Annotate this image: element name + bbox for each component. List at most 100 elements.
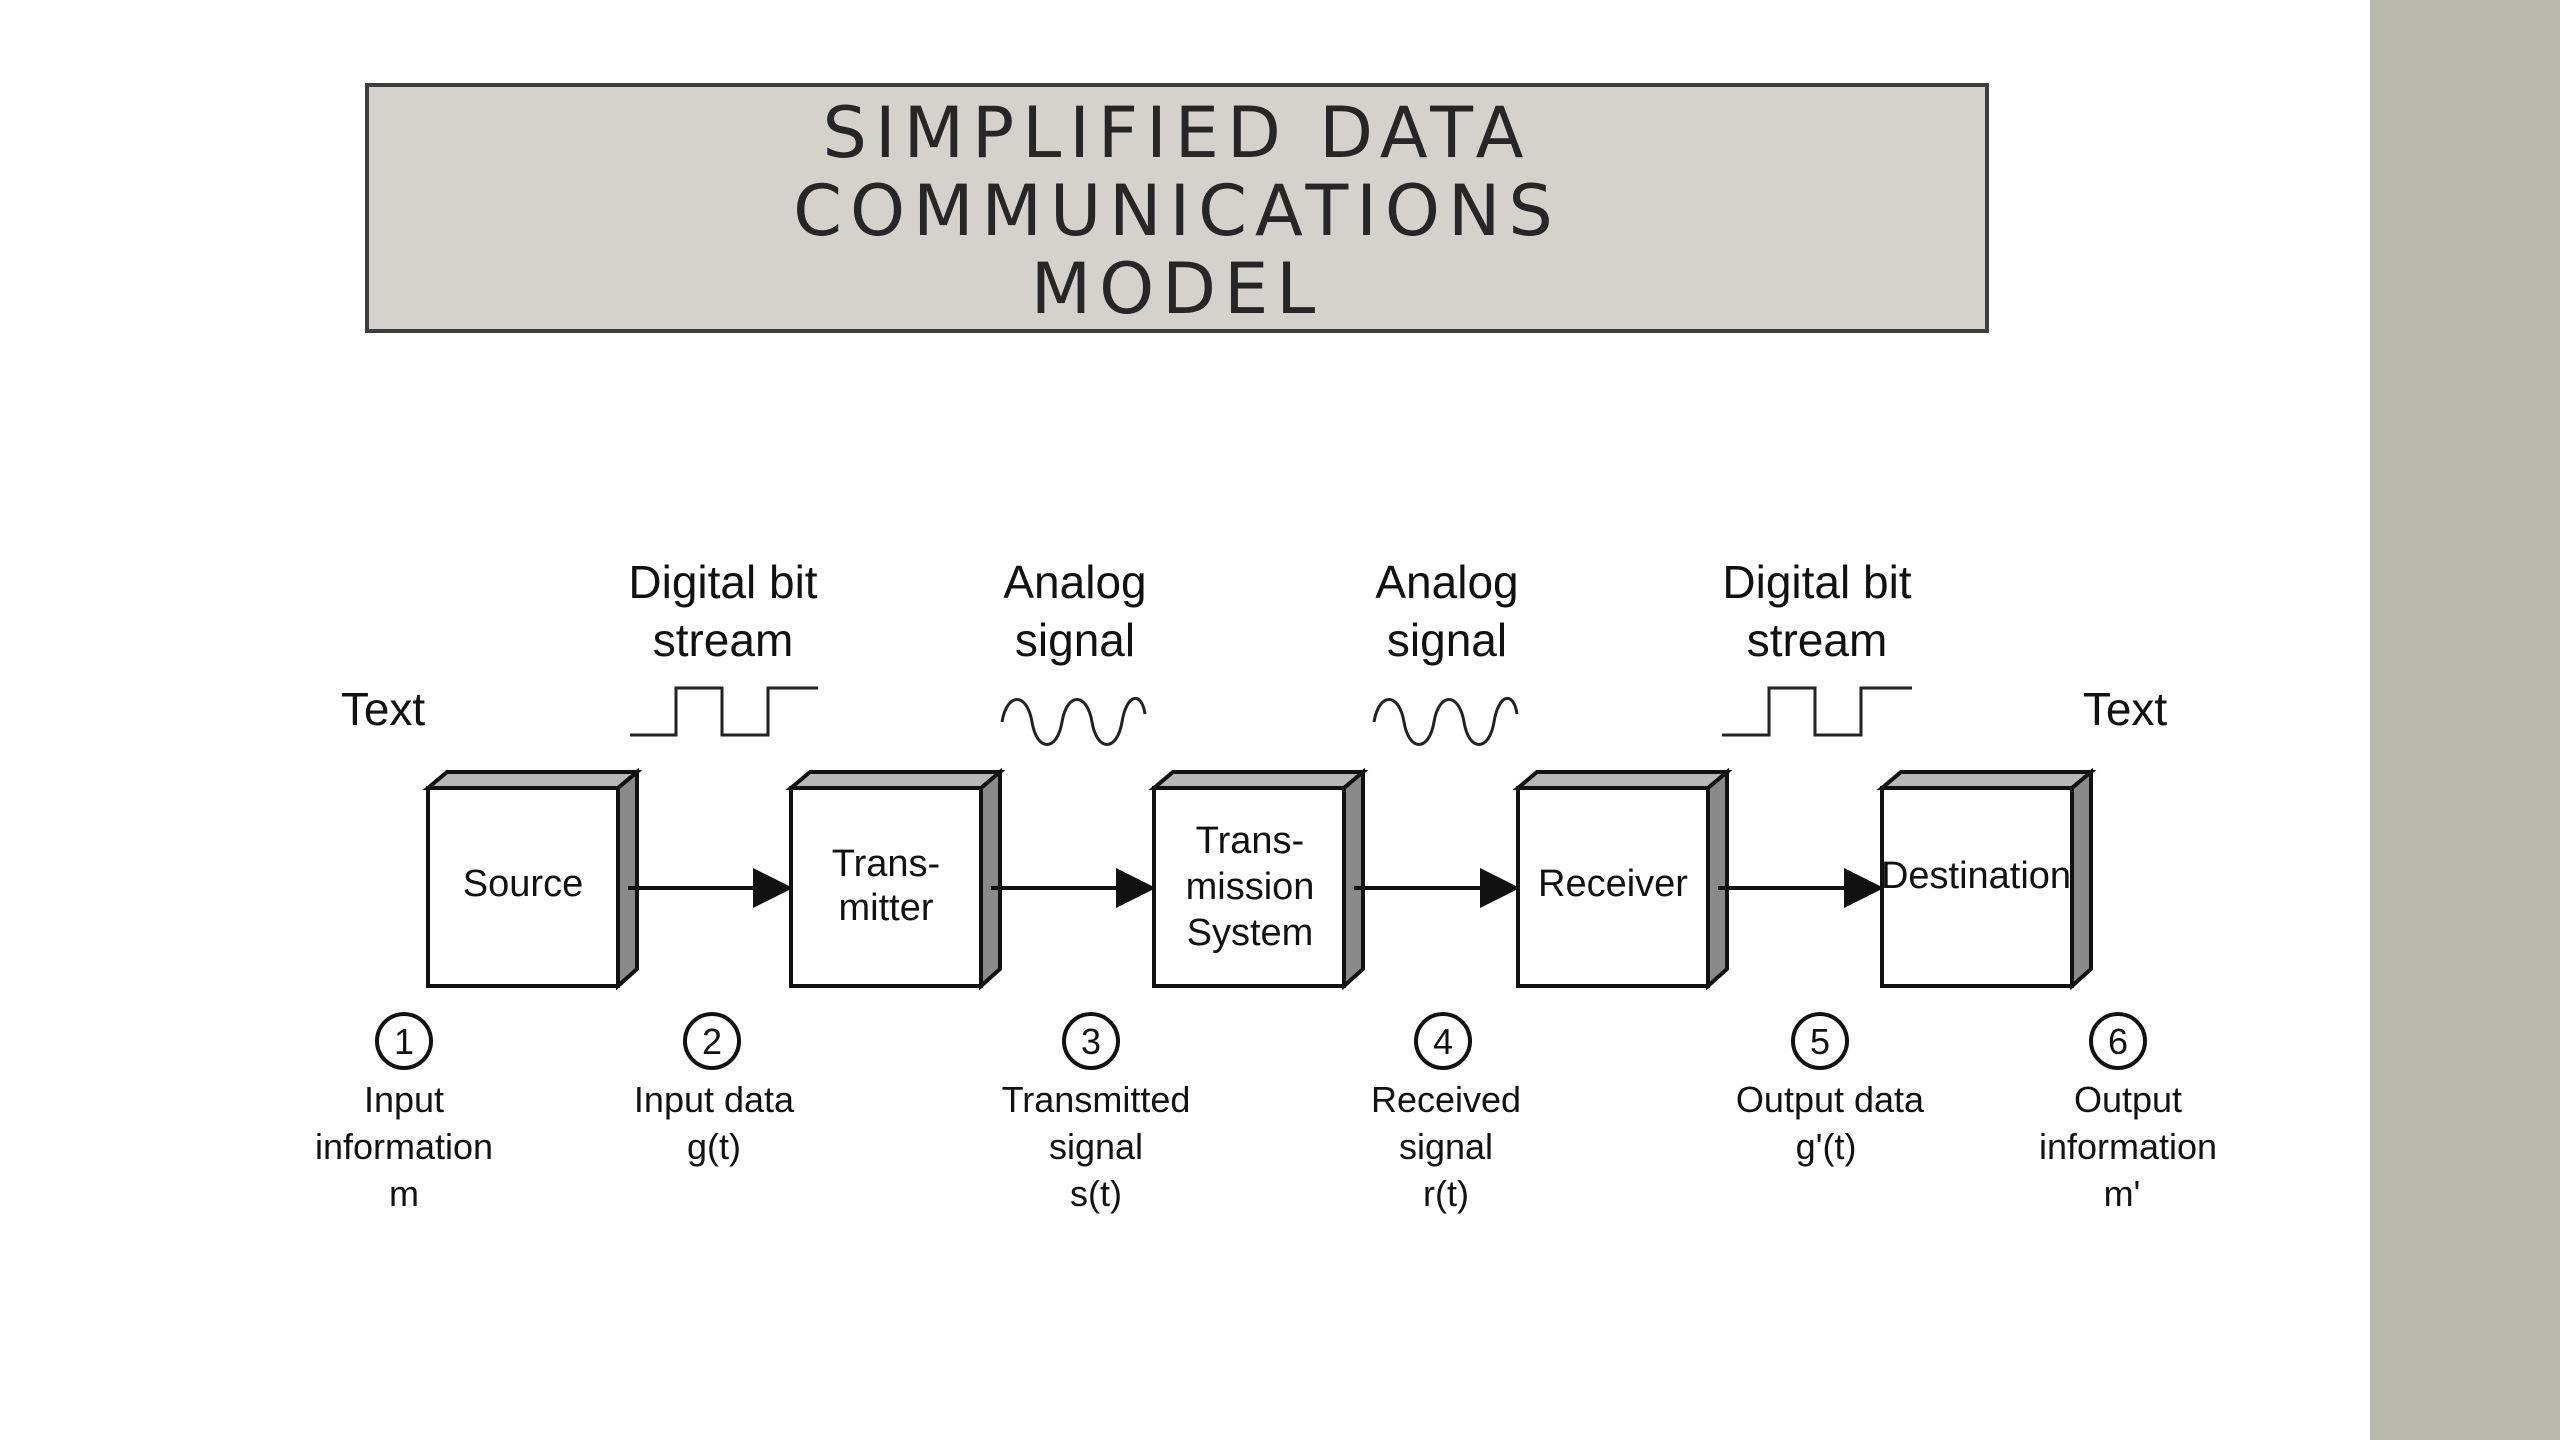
svg-text:information: information — [315, 1126, 493, 1167]
svg-text:4: 4 — [1433, 1021, 1453, 1062]
stage-2: 2 Input data g(t) — [634, 1012, 795, 1167]
receiver-label: Receiver — [1538, 863, 1688, 905]
title-line-1: SIMPLIFIED DATA COMMUNICATIONS — [793, 92, 1561, 252]
svg-text:g'(t): g'(t) — [1796, 1126, 1857, 1167]
top-label-5: Digital bit stream — [1722, 556, 1911, 666]
svg-text:stream: stream — [653, 614, 794, 666]
stage-3-line-3: s(t) — [1070, 1173, 1122, 1214]
stage-6: 6 Output information m' — [2039, 1012, 2217, 1214]
svg-text:Text: Text — [2083, 683, 2168, 735]
top-label-3-line-1: Analog — [1003, 556, 1146, 608]
stage-2-marker — [683, 1012, 741, 1070]
svg-text:6: 6 — [2108, 1021, 2128, 1062]
analog-wave-icon — [1372, 696, 1519, 746]
stage-4-number: 4 — [1433, 1021, 1453, 1062]
svg-text:m': m' — [2104, 1173, 2141, 1214]
top-label-4: Analog signal — [1375, 556, 1518, 666]
stage-6-number: 6 — [2108, 1021, 2128, 1062]
top-label-6-line-1: Text — [2083, 683, 2168, 735]
top-label-2-line-2: stream — [653, 614, 794, 666]
stage-5-line-2: g'(t) — [1796, 1126, 1857, 1167]
svg-text:s(t): s(t) — [1070, 1173, 1122, 1214]
transmitter-label-line-1: Trans- — [832, 843, 940, 885]
top-label-4-line-1: Analog — [1375, 556, 1518, 608]
top-label-5-line-1: Digital bit — [1722, 556, 1911, 608]
stage-6-line-1: Output — [2074, 1079, 2182, 1120]
stage-1-line-2: information — [315, 1126, 493, 1167]
top-label-2-line-1: Digital bit — [628, 556, 817, 608]
svg-text:3: 3 — [1081, 1021, 1101, 1062]
svg-text:Output: Output — [2074, 1079, 2182, 1120]
svg-text:g(t): g(t) — [687, 1126, 741, 1167]
stage-6-line-3: m' — [2104, 1173, 2141, 1214]
stage-5: 5 Output data g'(t) — [1736, 1012, 1925, 1167]
svg-text:Digital bit: Digital bit — [628, 556, 817, 608]
stage-1-marker — [375, 1012, 433, 1070]
svg-text:1: 1 — [394, 1021, 414, 1062]
top-label-6: Text — [2083, 683, 2168, 735]
svg-text:5: 5 — [1810, 1021, 1830, 1062]
svg-text:Destination: Destination — [1881, 855, 2071, 897]
svg-text:m: m — [389, 1173, 419, 1214]
svg-text:signal: signal — [1015, 614, 1135, 666]
stage-4: 4 Received signal r(t) — [1371, 1012, 1521, 1214]
transmission-label-line-3: System — [1187, 912, 1314, 954]
slide-title: SIMPLIFIED DATA COMMUNICATIONS MODEL — [452, 94, 1902, 328]
svg-text:Transmitted: Transmitted — [1002, 1079, 1191, 1120]
stage-5-number: 5 — [1810, 1021, 1830, 1062]
title-line-2: MODEL — [1030, 248, 1324, 330]
receiver-block: Receiver — [1512, 767, 1733, 991]
stage-4-line-1: Received — [1371, 1079, 1521, 1120]
stage-1: 1 Input information m — [315, 1012, 493, 1214]
top-label-3: Analog signal — [1003, 556, 1146, 666]
transmitter-label-line-2: mitter — [839, 887, 934, 929]
source-label: Source — [463, 863, 583, 905]
svg-text:mitter: mitter — [839, 887, 934, 929]
stage-4-line-3: r(t) — [1423, 1173, 1469, 1214]
stage-5-marker — [1791, 1012, 1849, 1070]
top-label-2: Digital bit stream — [628, 556, 817, 666]
side-strip — [2370, 0, 2560, 1440]
svg-text:Digital bit: Digital bit — [1722, 556, 1911, 608]
digital-pulse-icon — [1722, 686, 1912, 737]
stage-1-line-1: Input — [364, 1079, 444, 1120]
top-label-5-line-2: stream — [1747, 614, 1888, 666]
top-label-4-line-2: signal — [1387, 614, 1507, 666]
top-label-1: Text — [341, 683, 426, 735]
stage-3-line-1: Transmitted — [1002, 1079, 1191, 1120]
digital-pulse-icon — [630, 686, 818, 737]
destination-label: Destination — [1881, 855, 2071, 897]
stage-4-marker — [1414, 1012, 1472, 1070]
svg-text:System: System — [1187, 912, 1314, 954]
svg-text:stream: stream — [1747, 614, 1888, 666]
svg-text:Trans-: Trans- — [832, 843, 940, 885]
source-block: Source — [422, 767, 643, 991]
svg-text:information: information — [2039, 1126, 2217, 1167]
svg-text:signal: signal — [1387, 614, 1507, 666]
transmission-system-block: Trans- mission System — [1148, 767, 1369, 991]
stage-4-line-2: signal — [1399, 1126, 1493, 1167]
svg-text:Text: Text — [341, 683, 426, 735]
transmission-label-line-1: Trans- — [1196, 820, 1304, 862]
stage-2-line-1: Input data — [634, 1079, 795, 1120]
svg-text:signal: signal — [1049, 1126, 1143, 1167]
svg-text:Output data: Output data — [1736, 1079, 1925, 1120]
stage-2-line-2: g(t) — [687, 1126, 741, 1167]
stage-3-number: 3 — [1081, 1021, 1101, 1062]
stage-3: 3 Transmitted signal s(t) — [1002, 1012, 1191, 1214]
stage-5-line-1: Output data — [1736, 1079, 1925, 1120]
svg-text:r(t): r(t) — [1423, 1173, 1469, 1214]
stage-1-number: 1 — [394, 1021, 414, 1062]
svg-text:Input: Input — [364, 1079, 444, 1120]
stage-6-line-2: information — [2039, 1126, 2217, 1167]
title-box: SIMPLIFIED DATA COMMUNICATIONS MODEL — [365, 83, 1989, 333]
svg-text:Source: Source — [463, 863, 583, 905]
stage-3-line-2: signal — [1049, 1126, 1143, 1167]
svg-text:mission: mission — [1186, 866, 1315, 908]
svg-text:Receiver: Receiver — [1538, 863, 1688, 905]
stage-6-marker — [2089, 1012, 2147, 1070]
svg-text:Trans-: Trans- — [1196, 820, 1304, 862]
destination-block: Destination — [1876, 767, 2097, 991]
transmission-label-line-2: mission — [1186, 866, 1315, 908]
